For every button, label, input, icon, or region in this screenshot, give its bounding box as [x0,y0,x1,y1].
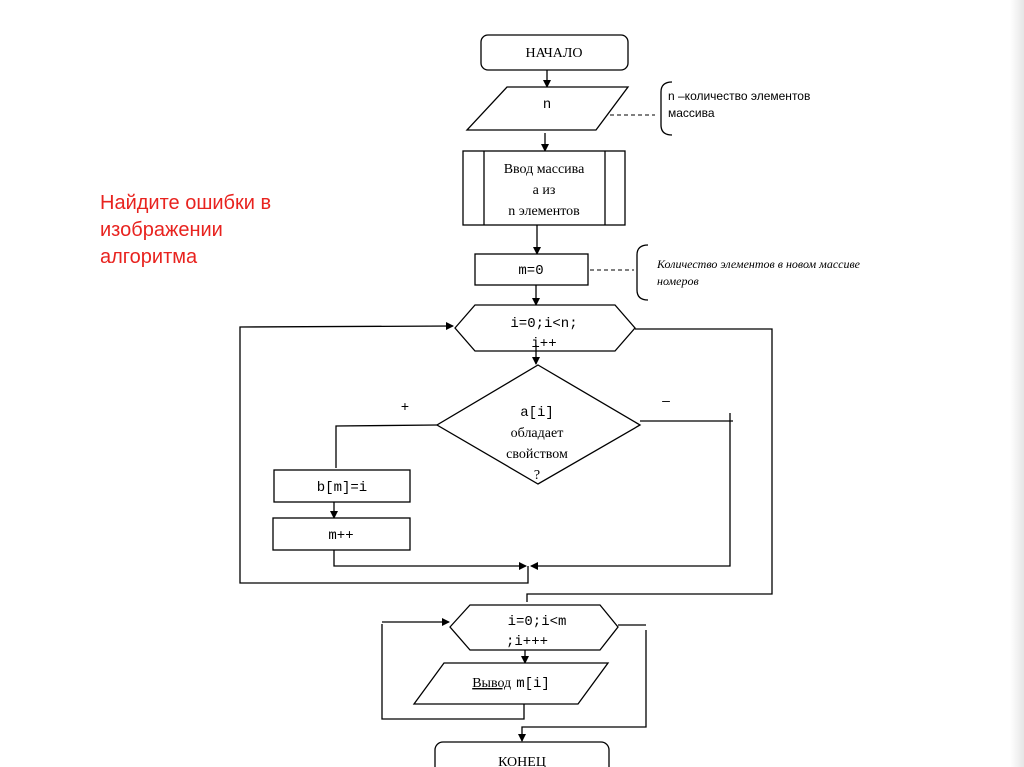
condition-line: обладает [511,426,564,441]
assign-label: b[m]=i [317,480,367,496]
input-n-label: n [543,95,551,111]
input-n-block [465,86,630,131]
end-terminal [434,741,610,767]
yes-label: + [401,398,409,414]
end-label: КОНЕЦ [498,755,546,767]
loop1-exit-connector [526,328,773,602]
note-n-line: n –количество элементов [668,89,810,103]
condition-line: a[i] [520,405,554,421]
init-m-label: m=0 [518,263,543,279]
comment-bracket [660,81,673,136]
loop2-exit-connector [518,630,647,742]
loop1-back-connector [239,322,529,584]
loop2-line: ;i+++ [506,634,548,650]
loop1-line: i=0;i<n; [510,316,577,332]
note-m-line: Количество элементов в новом массиве [656,257,861,271]
loop2-back-connector [381,624,525,720]
comment-bracket [636,244,649,301]
input-array-block [462,150,626,226]
yes-connector [335,424,438,468]
no-connector [530,413,731,570]
task-line: алгоритма [100,246,198,268]
merge-connector [333,550,527,570]
loop2-block [449,604,619,651]
condition-line: ? [534,468,540,483]
input-array-line: n элементов [508,204,580,219]
note-n-line: массива [668,106,715,120]
start-label: НАЧАЛО [526,46,583,61]
output-label: Вывод m[i] [472,676,550,692]
output-word: Вывод [472,676,511,691]
init-m-block [474,253,589,286]
increment-block [272,517,411,551]
loop2-line: i=0;i<m [508,614,567,630]
start-terminal [480,34,629,71]
output-expr: m[i] [516,676,550,692]
loop1-block [454,304,636,352]
task-line: изображении [100,219,223,241]
no-label: – [662,392,670,408]
input-array-line: Ввод массива [504,162,585,177]
increment-label: m++ [328,528,353,544]
slide-edge [1010,0,1024,767]
assign-block [273,469,411,503]
input-array-line: а из [533,183,556,198]
condition-line: свойством [506,447,568,462]
loop1-line: i++ [531,336,556,352]
task-text: Найдите ошибки в изображении алгоритма [100,190,271,271]
task-line: Найдите ошибки в [100,192,272,214]
note-m-line: номеров [657,274,699,288]
output-block [412,662,610,705]
condition-block [435,364,642,485]
